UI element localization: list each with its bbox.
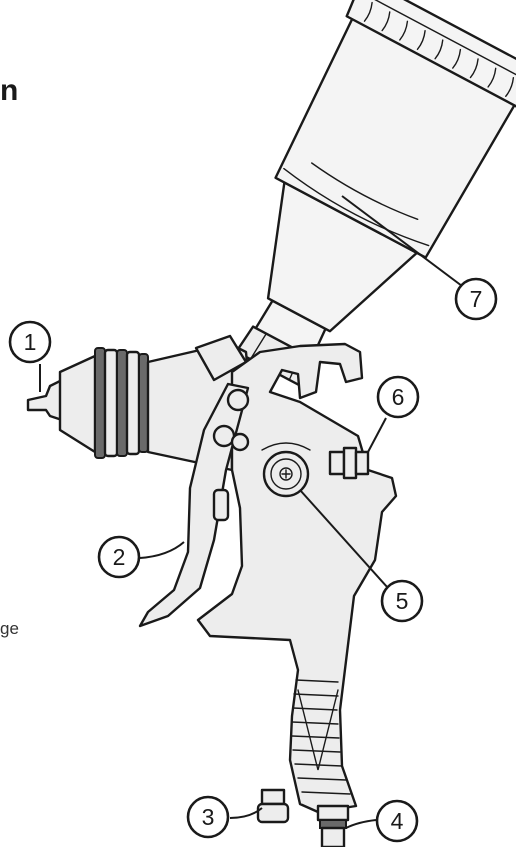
callout-3-label: 3 (202, 804, 215, 830)
callout-7-label: 7 (470, 286, 483, 312)
callout-7: 7 (456, 279, 496, 319)
air-adjustment-valve (330, 448, 368, 478)
callout-5: 5 (382, 581, 422, 621)
gravity-feed-spray-gun-icon (28, 0, 516, 847)
callout-6: 6 (378, 377, 418, 417)
callout-2: 2 (99, 537, 139, 577)
callout-6-label: 6 (392, 384, 405, 410)
pressure-regulator (258, 790, 288, 822)
callout-1-label: 1 (24, 329, 37, 355)
air-cap (28, 348, 148, 458)
callout-5-label: 5 (396, 588, 409, 614)
callout-4-label: 4 (391, 808, 404, 834)
callout-4: 4 (377, 801, 417, 841)
callout-3: 3 (188, 797, 228, 837)
air-inlet (318, 806, 348, 847)
callout-1: 1 (10, 322, 50, 362)
callout-2-label: 2 (113, 544, 126, 570)
